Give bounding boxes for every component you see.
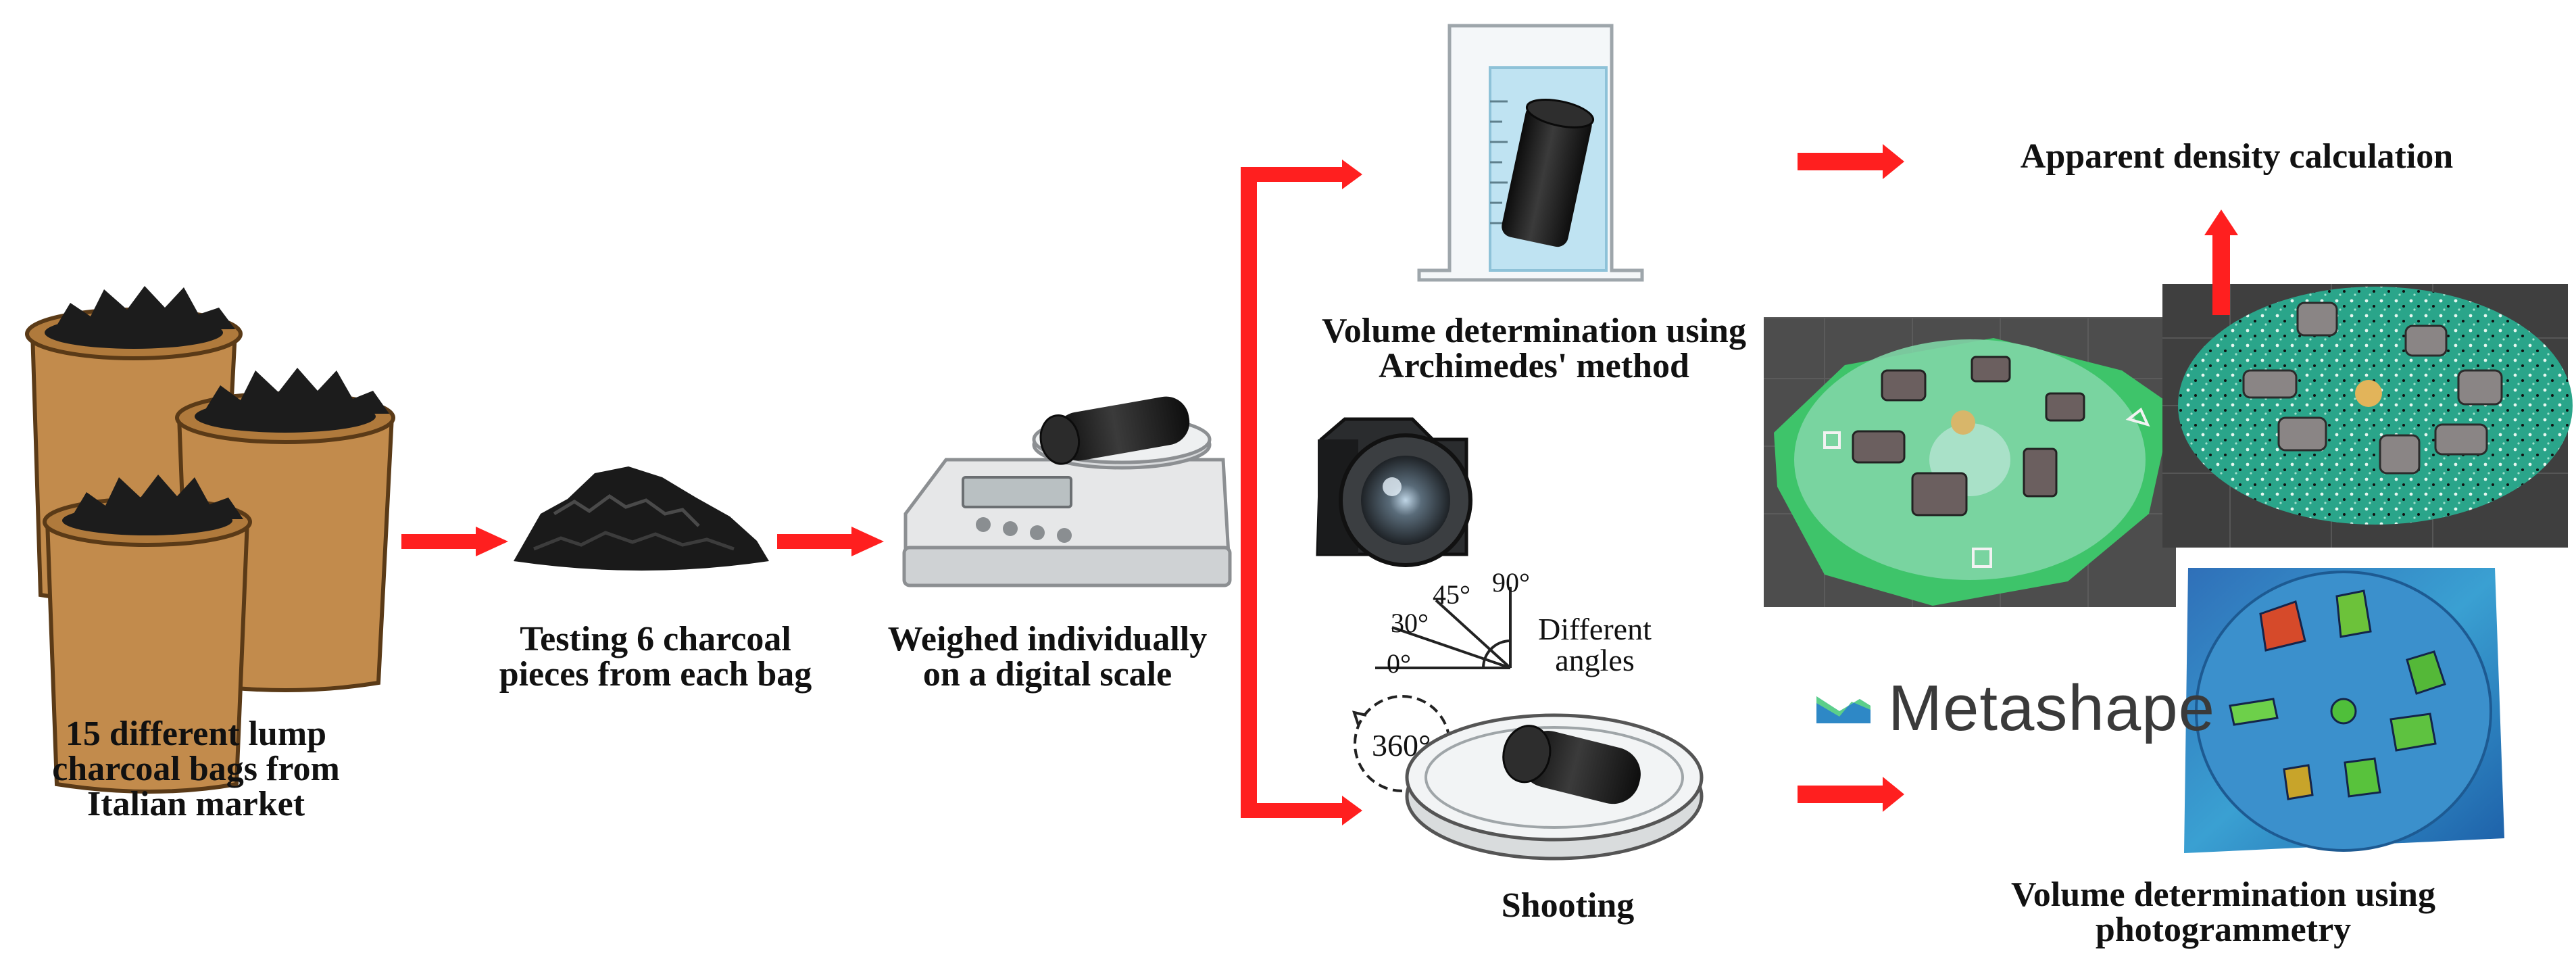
arrow-shooting-to-photogrammetry	[1798, 777, 1904, 812]
digital-scale-icon	[902, 396, 1232, 587]
label-testing: Testing 6 charcoal pieces from each bag	[499, 620, 812, 694]
arrow-archimedes-to-density	[1798, 144, 1904, 179]
metashape-wordmark: Metashape	[1888, 672, 2215, 744]
mesh-reconstruction-image	[1764, 317, 2176, 607]
label-shooting: Shooting	[1501, 886, 1635, 925]
arrow-scale-split	[1241, 160, 1362, 825]
metashape-logo-icon	[1816, 696, 1871, 723]
label-weighed: Weighed individually on a digital scale	[887, 620, 1208, 694]
label-density: Apparent density calculation	[2020, 137, 2454, 176]
arrow-bags-to-pieces	[401, 527, 508, 556]
charcoal-pile-icon	[514, 466, 769, 571]
angle-caption: Different angles	[1538, 612, 1652, 677]
angle-label-45: 45°	[1433, 579, 1470, 610]
sack-icon	[25, 286, 395, 794]
label-archimedes: Volume determination using Archimedes' m…	[1322, 312, 1746, 385]
petri-dish-icon	[1405, 713, 1704, 861]
elevation-model-image	[2176, 554, 2507, 863]
label-bags: 15 different lump charcoal bags from Ita…	[52, 715, 340, 823]
angle-label-30: 30°	[1391, 608, 1429, 638]
angle-protractor-icon	[1375, 587, 1512, 669]
arrow-photogrammetry-to-density	[2204, 210, 2238, 315]
rotation-label: 360°	[1372, 728, 1431, 763]
flow-arrows	[401, 144, 2238, 825]
arrow-pieces-to-scale	[777, 527, 884, 556]
angle-label-90: 90°	[1492, 567, 1530, 598]
camera-icon	[1316, 417, 1472, 567]
graduated-cylinder-icon	[1417, 24, 1644, 282]
label-photogrammetry: Volume determination using photogrammetr…	[2011, 875, 2435, 949]
angle-label-0: 0°	[1387, 648, 1411, 679]
point-cloud-image	[2162, 284, 2573, 548]
